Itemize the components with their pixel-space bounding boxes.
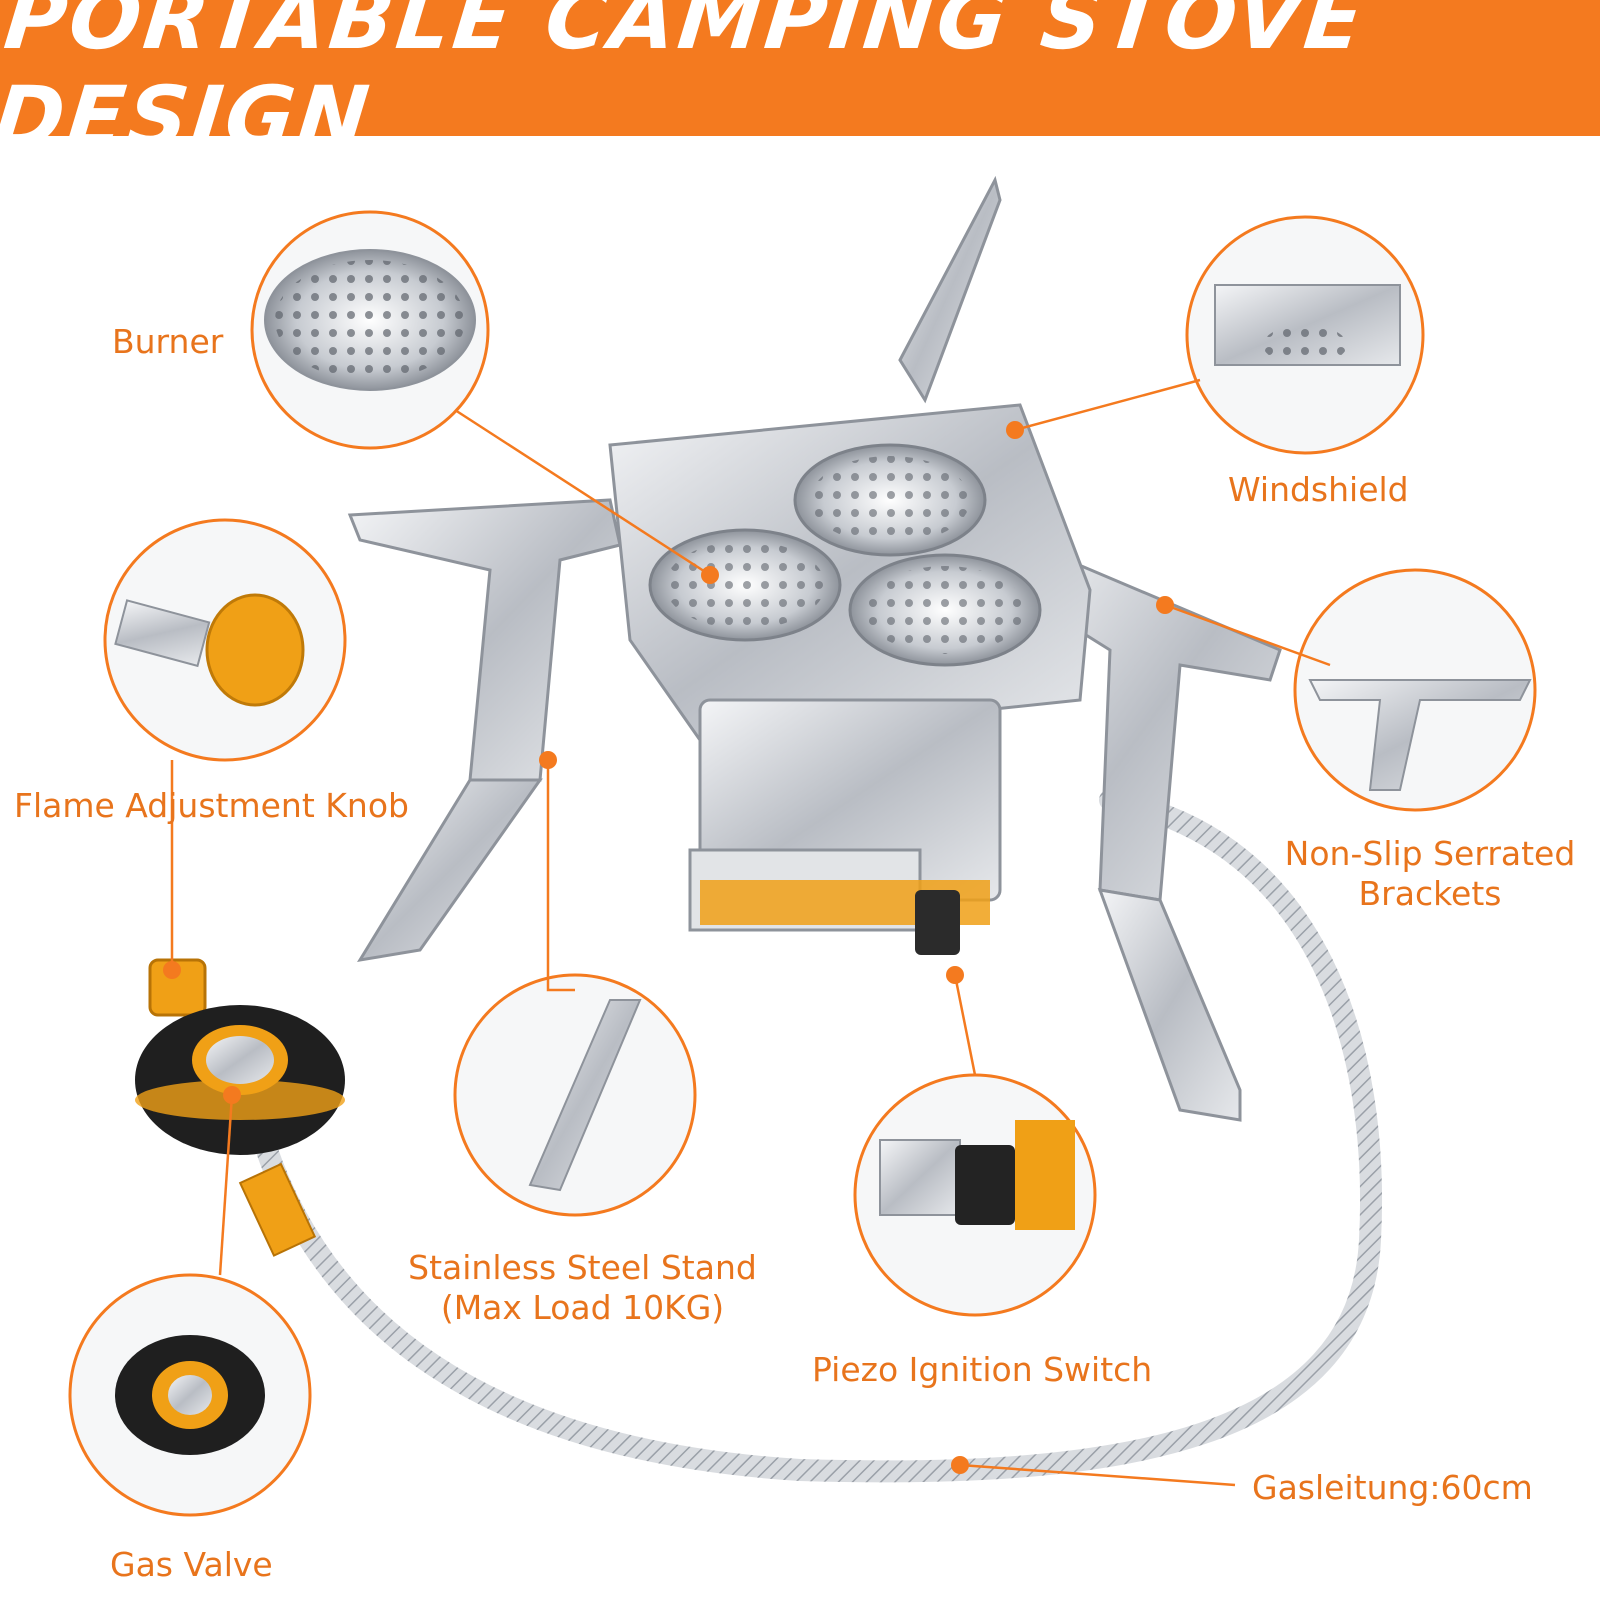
label-non-slip-line1: Non-Slip Serrated [1284,834,1576,873]
leader-dots [163,421,1174,1474]
label-gas-line: Gasleitung:60cm [1252,1468,1533,1507]
label-non-slip-brackets: Non-Slip Serrated Brackets [1275,834,1585,914]
burners [648,443,1042,667]
gas-regulator [135,958,345,1257]
stove-body [347,175,1282,1122]
label-windshield: Windshield [1228,470,1409,509]
leader-lines [170,378,1331,1487]
label-gas-valve: Gas Valve [110,1545,273,1584]
label-non-slip-line2: Brackets [1358,874,1502,913]
label-piezo-ignition-switch: Piezo Ignition Switch [812,1350,1153,1389]
label-flame-adjustment-knob: Flame Adjustment Knob [14,786,409,825]
piezo-button [915,890,960,955]
gas-hose [239,789,1383,1483]
label-stand-line1: Stainless Steel Stand [408,1248,757,1287]
title-banner: PORTABLE CAMPING STOVE DESIGN [0,0,1600,166]
label-stainless-steel-stand: Stainless Steel Stand (Max Load 10KG) [395,1248,770,1328]
label-burner: Burner [112,322,224,361]
label-stand-line2: (Max Load 10KG) [440,1288,725,1327]
